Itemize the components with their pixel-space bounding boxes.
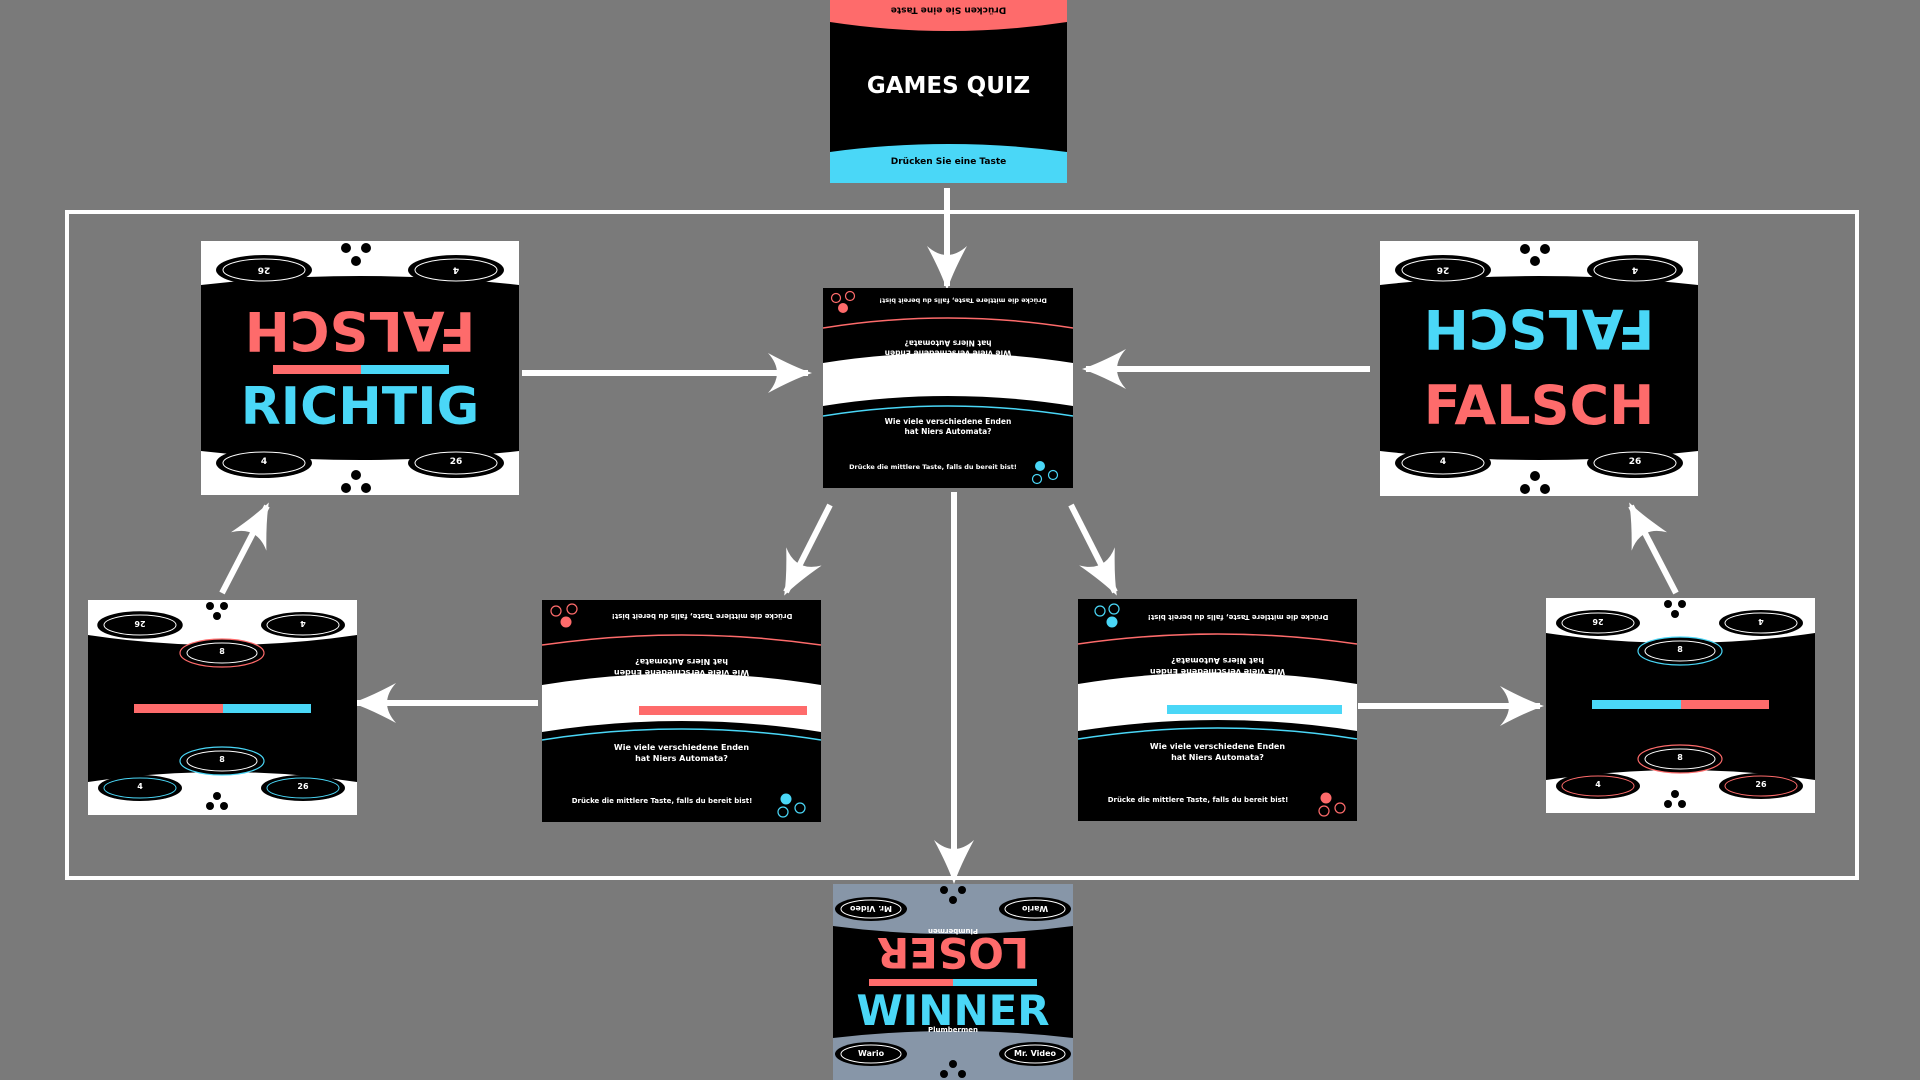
end-center-name: Plumbermen <box>927 1026 979 1034</box>
richtig-screen-falsch-flipped: FALSCH <box>244 299 476 362</box>
blue-question-line2: hat Niers Automata? <box>1171 753 1264 762</box>
question-screen: Drücke die mittlere Taste, falls du bere… <box>823 288 1073 488</box>
red-answer-screen: Drücke die mittlere Taste, falls du bere… <box>542 600 821 822</box>
falsch-screen-falsch-flipped: FALSCH <box>1423 297 1655 360</box>
press-key-flipped: Drücken Sie eine Taste <box>890 4 1007 15</box>
start-screen: Drücken Sie eine Taste GAMES QUIZ Drücke… <box>830 0 1067 183</box>
right-compare-score-left-flipped: 4 <box>1758 617 1764 627</box>
end-screen: LOSER WINNER Mr. Video Wario Plumbermen … <box>833 884 1073 1080</box>
left-compare-score-left-flipped: 4 <box>300 619 306 629</box>
falsch-score-left: 4 <box>1439 457 1447 467</box>
left-compare-screen: 26 4 8 8 4 26 <box>88 600 357 815</box>
question-ready-prompt-flipped: Drücke die mittlere Taste, falls du bere… <box>879 296 1047 305</box>
left-compare-center-top: 8 <box>219 647 225 656</box>
blue-ready-prompt-flipped: Drücke die mittlere Taste, falls du bere… <box>1147 613 1329 622</box>
richtig-score-left-flipped: 4 <box>452 264 460 275</box>
loser-label-flipped: LOSER <box>876 928 1030 977</box>
left-compare-score-right-flipped: 26 <box>134 619 146 629</box>
right-compare-score-right-flipped: 26 <box>1592 617 1604 627</box>
right-compare-score-left: 4 <box>1595 780 1601 789</box>
richtig-score-right: 26 <box>449 457 463 467</box>
falsch-score-left-flipped: 4 <box>1631 264 1639 275</box>
left-compare-score-right: 26 <box>297 782 309 791</box>
red-question-flipped-line1: Wie viele verschiedene Enden <box>613 668 750 678</box>
falsch-score-right-flipped: 26 <box>1436 264 1450 275</box>
end-player-left: Wario <box>857 1049 885 1058</box>
quiz-title: GAMES QUIZ <box>866 73 1031 99</box>
blue-question-flipped-line2: hat Niers Automata? <box>1171 656 1264 666</box>
arrow-compare-to-falsch <box>1628 502 1679 595</box>
blue-question-line1: Wie viele verschiedene Enden <box>1149 742 1286 751</box>
falsch-score-right: 26 <box>1628 457 1642 467</box>
winner-label: WINNER <box>856 986 1050 1035</box>
red-question-line1: Wie viele verschiedene Enden <box>613 743 750 752</box>
left-compare-score-left: 4 <box>137 782 143 791</box>
question-text-line1: Wie viele verschiedene Enden <box>884 417 1012 426</box>
arrow-question-to-blue-answer <box>1068 503 1118 596</box>
red-ready-prompt: Drücke die mittlere Taste, falls du bere… <box>571 797 753 805</box>
richtig-score-left: 4 <box>260 457 268 467</box>
blue-ready-prompt: Drücke die mittlere Taste, falls du bere… <box>1107 796 1289 804</box>
question-text-flipped-line1: Wie viele verschiedene Enden <box>884 348 1012 358</box>
red-question-line2: hat Niers Automata? <box>635 754 728 763</box>
question-ready-prompt: Drücke die mittlere Taste, falls du bere… <box>849 463 1017 471</box>
richtig-result-screen: FALSCH RICHTIG 26 4 4 26 <box>201 241 519 495</box>
red-ready-prompt-flipped: Drücke die mittlere Taste, falls du bere… <box>611 612 793 621</box>
end-player-right: Mr. Video <box>1013 1049 1057 1058</box>
red-question-flipped-line2: hat Niers Automata? <box>635 657 728 667</box>
falsch-screen-falsch-label: FALSCH <box>1423 374 1655 437</box>
right-compare-center-top: 8 <box>1677 645 1683 654</box>
right-compare-score-right: 26 <box>1755 780 1767 789</box>
right-compare-screen: 26 4 8 8 4 26 <box>1546 598 1815 813</box>
end-player-right-flipped: Mr. Video <box>849 904 893 914</box>
richtig-score-right-flipped: 26 <box>257 264 271 275</box>
right-compare-center-bottom: 8 <box>1677 753 1683 762</box>
blue-question-flipped-line1: Wie viele verschiedene Enden <box>1149 667 1286 677</box>
question-text-flipped-line2: hat Niers Automata? <box>904 338 992 348</box>
blue-answer-screen: Drücke die mittlere Taste, falls du bere… <box>1078 599 1357 821</box>
arrow-question-to-red-answer <box>783 503 833 596</box>
falsch-result-screen: FALSCH FALSCH 26 4 4 26 <box>1380 241 1698 496</box>
end-player-left-flipped: Wario <box>1021 904 1049 914</box>
arrow-compare-to-richtig <box>219 502 270 595</box>
press-key-prompt: Drücken Sie eine Taste <box>890 157 1007 167</box>
end-center-name-flipped: Plumbermen <box>927 927 979 936</box>
question-text-line2: hat Niers Automata? <box>904 427 992 436</box>
richtig-screen-richtig-label: RICHTIG <box>240 377 480 437</box>
left-compare-center-bottom: 8 <box>219 755 225 764</box>
